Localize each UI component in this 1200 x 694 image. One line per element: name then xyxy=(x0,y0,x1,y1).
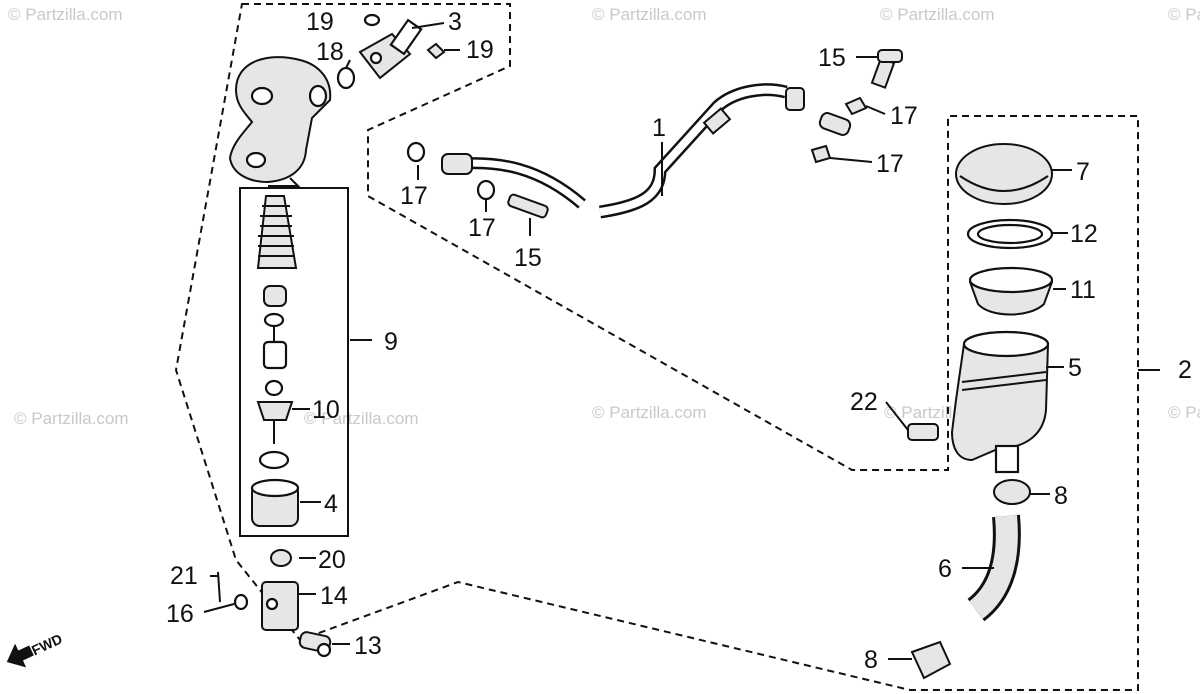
fwd-label: FWD xyxy=(29,630,65,658)
watermarks: © Partzilla.com © Partzilla.com © Partzi… xyxy=(8,5,1200,428)
callout-15a: 15 xyxy=(818,44,846,72)
piston-assembly xyxy=(250,195,300,527)
part-3-plate xyxy=(336,13,456,90)
hose-assembly xyxy=(406,49,903,219)
callout-17c: 17 xyxy=(890,102,918,130)
callout-20: 20 xyxy=(318,546,346,574)
fwd-arrow: FWD xyxy=(6,630,65,668)
watermark: © Partzilla.com xyxy=(304,409,419,428)
callout-8a: 8 xyxy=(1054,482,1068,510)
callout-1: 1 xyxy=(652,114,666,142)
callout-17d: 17 xyxy=(876,150,904,178)
watermark: © Partzilla.com xyxy=(14,409,129,428)
callout-11: 11 xyxy=(1070,276,1096,304)
watermark: © Partzilla.com xyxy=(1168,403,1200,422)
callout-9: 9 xyxy=(384,328,398,356)
callout-7: 7 xyxy=(1076,158,1090,186)
callout-16: 16 xyxy=(166,600,194,628)
watermark: © Partzilla.com xyxy=(592,5,707,24)
reservoir-assembly xyxy=(907,143,1054,680)
callout-21: 21 xyxy=(170,562,198,590)
callout-19a: 19 xyxy=(306,8,334,36)
watermark: © Partzilla.com xyxy=(880,5,995,24)
leader-lines xyxy=(203,22,1160,660)
callout-2: 2 xyxy=(1178,356,1192,384)
watermark: © Partzilla.com xyxy=(592,403,707,422)
callout-19b: 19 xyxy=(466,36,494,64)
callout-17a: 17 xyxy=(400,182,428,210)
callout-12: 12 xyxy=(1070,220,1098,248)
callout-8b: 8 xyxy=(864,646,878,674)
callout-15b: 15 xyxy=(514,244,542,272)
watermark: © Partzilla.com xyxy=(8,5,123,24)
callout-3: 3 xyxy=(448,8,462,36)
callout-5: 5 xyxy=(1068,354,1082,382)
callout-18: 18 xyxy=(316,38,344,66)
callout-4: 4 xyxy=(324,490,338,518)
callout-6: 6 xyxy=(938,555,952,583)
callout-17b: 17 xyxy=(468,214,496,242)
callouts: 1 2 3 4 5 6 7 8 8 9 10 11 12 13 14 15 15… xyxy=(166,8,1192,674)
callout-22: 22 xyxy=(850,388,878,416)
clevis-assembly xyxy=(217,549,332,658)
group-box-9 xyxy=(239,187,349,537)
callout-13: 13 xyxy=(354,632,382,660)
master-cylinder-body xyxy=(228,56,332,187)
watermark: © Partzilla.com xyxy=(1168,5,1200,24)
callout-10: 10 xyxy=(312,396,340,424)
callout-14: 14 xyxy=(320,582,348,610)
